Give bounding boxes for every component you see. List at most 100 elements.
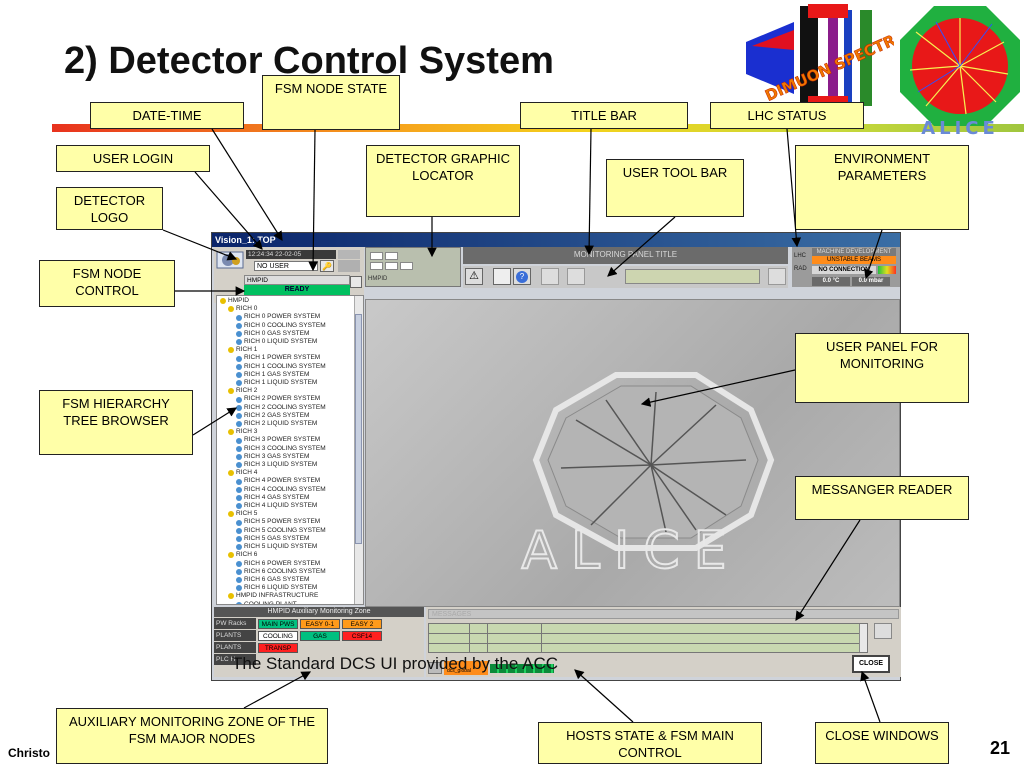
tree-item[interactable]: RICH 3 COOLING SYSTEM xyxy=(220,445,363,453)
tree-item[interactable]: RICH 6 xyxy=(220,551,363,559)
tree-item[interactable]: RICH 1 LIQUID SYSTEM xyxy=(220,379,363,387)
tree-item-label: RICH 5 LIQUID SYSTEM xyxy=(244,543,318,551)
user-field[interactable]: NO USER xyxy=(254,261,318,271)
tree-item[interactable]: RICH 0 GAS SYSTEM xyxy=(220,330,363,338)
tree-item[interactable]: RICH 4 xyxy=(220,469,363,477)
tree-item[interactable]: RICH 1 POWER SYSTEM xyxy=(220,354,363,362)
aux-status-cell[interactable]: COOLING xyxy=(258,630,298,641)
tree-root-label: HMPID xyxy=(228,297,249,304)
tree-item[interactable]: RICH 6 POWER SYSTEM xyxy=(220,560,363,568)
messages-clear-icon[interactable] xyxy=(874,623,892,639)
tree-item[interactable]: RICH 2 xyxy=(220,387,363,395)
tree-item[interactable]: RICH 4 COOLING SYSTEM xyxy=(220,486,363,494)
tree-root[interactable]: HMPID xyxy=(220,297,363,305)
node-icon xyxy=(236,601,242,604)
node-icon xyxy=(236,445,242,452)
node-icon xyxy=(236,437,242,444)
aux-status-cell[interactable]: TRANSP xyxy=(258,642,298,653)
tree-item[interactable]: RICH 0 COOLING SYSTEM xyxy=(220,322,363,330)
tree-item-label: RICH 5 POWER SYSTEM xyxy=(244,518,321,526)
tree-scroll-thumb[interactable] xyxy=(355,314,362,544)
node-icon xyxy=(236,577,242,583)
callout-environment-parameters: ENVIRONMENT PARAMETERS xyxy=(795,145,969,230)
tree-item[interactable]: RICH 3 POWER SYSTEM xyxy=(220,436,363,444)
tree-item[interactable]: COOLING PLANT xyxy=(220,601,363,604)
node-icon xyxy=(236,568,242,575)
aux-status-cell[interactable]: MAIN PWS xyxy=(258,618,298,629)
tree-item[interactable]: RICH 6 COOLING SYSTEM xyxy=(220,568,363,576)
tree-scrollbar[interactable] xyxy=(354,296,363,604)
warning-icon[interactable]: ⚠ xyxy=(465,268,483,285)
tools-icon[interactable] xyxy=(493,268,511,285)
close-button[interactable]: CLOSE xyxy=(852,655,890,673)
aux-status-cell[interactable]: EASY 2 xyxy=(342,618,382,629)
tree-item[interactable]: RICH 3 GAS SYSTEM xyxy=(220,453,363,461)
tree-item[interactable]: RICH 1 xyxy=(220,346,363,354)
tree-item[interactable]: RICH 4 GAS SYSTEM xyxy=(220,494,363,502)
aux-status-cell[interactable]: GAS xyxy=(300,630,340,641)
tree-item[interactable]: RICH 3 xyxy=(220,428,363,436)
tree-item-label: RICH 4 POWER SYSTEM xyxy=(244,477,321,485)
print-icon[interactable] xyxy=(567,268,585,285)
tree-item[interactable]: RICH 0 xyxy=(220,305,363,313)
top-left-panel: 12:24:34 22-02-05 NO USER 🔑 HMPID READY xyxy=(214,247,364,303)
tree-item[interactable]: RICH 5 LIQUID SYSTEM xyxy=(220,543,363,551)
callout-fsm-node-control: FSM NODE CONTROL xyxy=(39,260,175,307)
tree-item-label: RICH 1 POWER SYSTEM xyxy=(244,354,321,362)
messages-list[interactable] xyxy=(428,623,868,653)
tree-item[interactable]: RICH 2 POWER SYSTEM xyxy=(220,395,363,403)
messenger-reader: MESSAGES CLOSE xyxy=(426,607,901,677)
tree-item[interactable]: RICH 0 LIQUID SYSTEM xyxy=(220,338,363,346)
edit-icon[interactable] xyxy=(541,268,559,285)
tree-item[interactable]: RICH 2 COOLING SYSTEM xyxy=(220,404,363,412)
tree-item[interactable]: RICH 6 GAS SYSTEM xyxy=(220,576,363,584)
tree-item-label: RICH 1 LIQUID SYSTEM xyxy=(244,379,318,387)
node-icon xyxy=(236,486,242,493)
tree-item[interactable]: RICH 0 POWER SYSTEM xyxy=(220,313,363,321)
tree-item[interactable]: RICH 3 LIQUID SYSTEM xyxy=(220,461,363,469)
messages-title: MESSAGES xyxy=(428,609,899,619)
node-icon xyxy=(228,470,234,477)
tree-item[interactable]: RICH 6 LIQUID SYSTEM xyxy=(220,584,363,592)
tree-item-label: RICH 1 xyxy=(236,346,258,354)
aux-status-cell[interactable]: CSF14 xyxy=(342,630,382,641)
fsm-control-lock-icon[interactable] xyxy=(350,276,362,288)
fsm-node-state[interactable]: READY xyxy=(244,285,350,295)
tree-item[interactable]: RICH 5 GAS SYSTEM xyxy=(220,535,363,543)
hosts-icon[interactable] xyxy=(428,662,442,674)
node-icon xyxy=(236,396,242,403)
tree-item-label: RICH 5 GAS SYSTEM xyxy=(244,534,310,542)
tree-item-label: RICH 3 LIQUID SYSTEM xyxy=(244,461,318,469)
tree-item[interactable]: RICH 2 LIQUID SYSTEM xyxy=(220,420,363,428)
tree-item-label: RICH 2 POWER SYSTEM xyxy=(244,395,321,403)
callout-date-time: DATE-TIME xyxy=(90,102,244,129)
tree-item[interactable]: RICH 1 COOLING SYSTEM xyxy=(220,363,363,371)
aux-status-cell[interactable]: EASY 0-1 xyxy=(300,618,340,629)
login-key-icon[interactable]: 🔑 xyxy=(320,260,334,272)
fsm-main-state[interactable] xyxy=(444,661,488,668)
tree-item-label: RICH 3 COOLING SYSTEM xyxy=(244,444,326,452)
tree-item[interactable]: RICH 1 GAS SYSTEM xyxy=(220,371,363,379)
tree-item[interactable]: RICH 5 POWER SYSTEM xyxy=(220,518,363,526)
tree-item[interactable]: RICH 4 LIQUID SYSTEM xyxy=(220,502,363,510)
tree-item[interactable]: RICH 2 GAS SYSTEM xyxy=(220,412,363,420)
tree-item-label: RICH 5 xyxy=(236,510,258,518)
tree-item[interactable]: RICH 4 POWER SYSTEM xyxy=(220,477,363,485)
help-icon[interactable]: ? xyxy=(513,268,531,285)
tree-item[interactable]: HMPID INFRASTRUCTURE xyxy=(220,592,363,600)
tree-item-label: RICH 1 GAS SYSTEM xyxy=(244,370,310,378)
tree-item-label: RICH 0 xyxy=(236,305,258,313)
config-icon[interactable] xyxy=(768,268,786,285)
dcs-window: Vision_1: TOP 12:24:34 22-02-05 NO USER … xyxy=(211,232,901,681)
rad-status: NO CONNECTION xyxy=(812,266,876,274)
tree-item[interactable]: RICH 5 xyxy=(220,510,363,518)
tree-item-label: RICH 0 POWER SYSTEM xyxy=(244,313,321,321)
user-tool-bar: ⚠ ? xyxy=(463,266,788,288)
messages-scrollbar[interactable] xyxy=(859,624,867,652)
lhc-beams: UNSTABLE BEAMS xyxy=(812,256,896,264)
detector-graphic-locator[interactable]: HMPID xyxy=(365,247,461,287)
tree-item[interactable]: RICH 5 COOLING SYSTEM xyxy=(220,527,363,535)
temperature-readout: 0.0 °C xyxy=(812,277,850,286)
